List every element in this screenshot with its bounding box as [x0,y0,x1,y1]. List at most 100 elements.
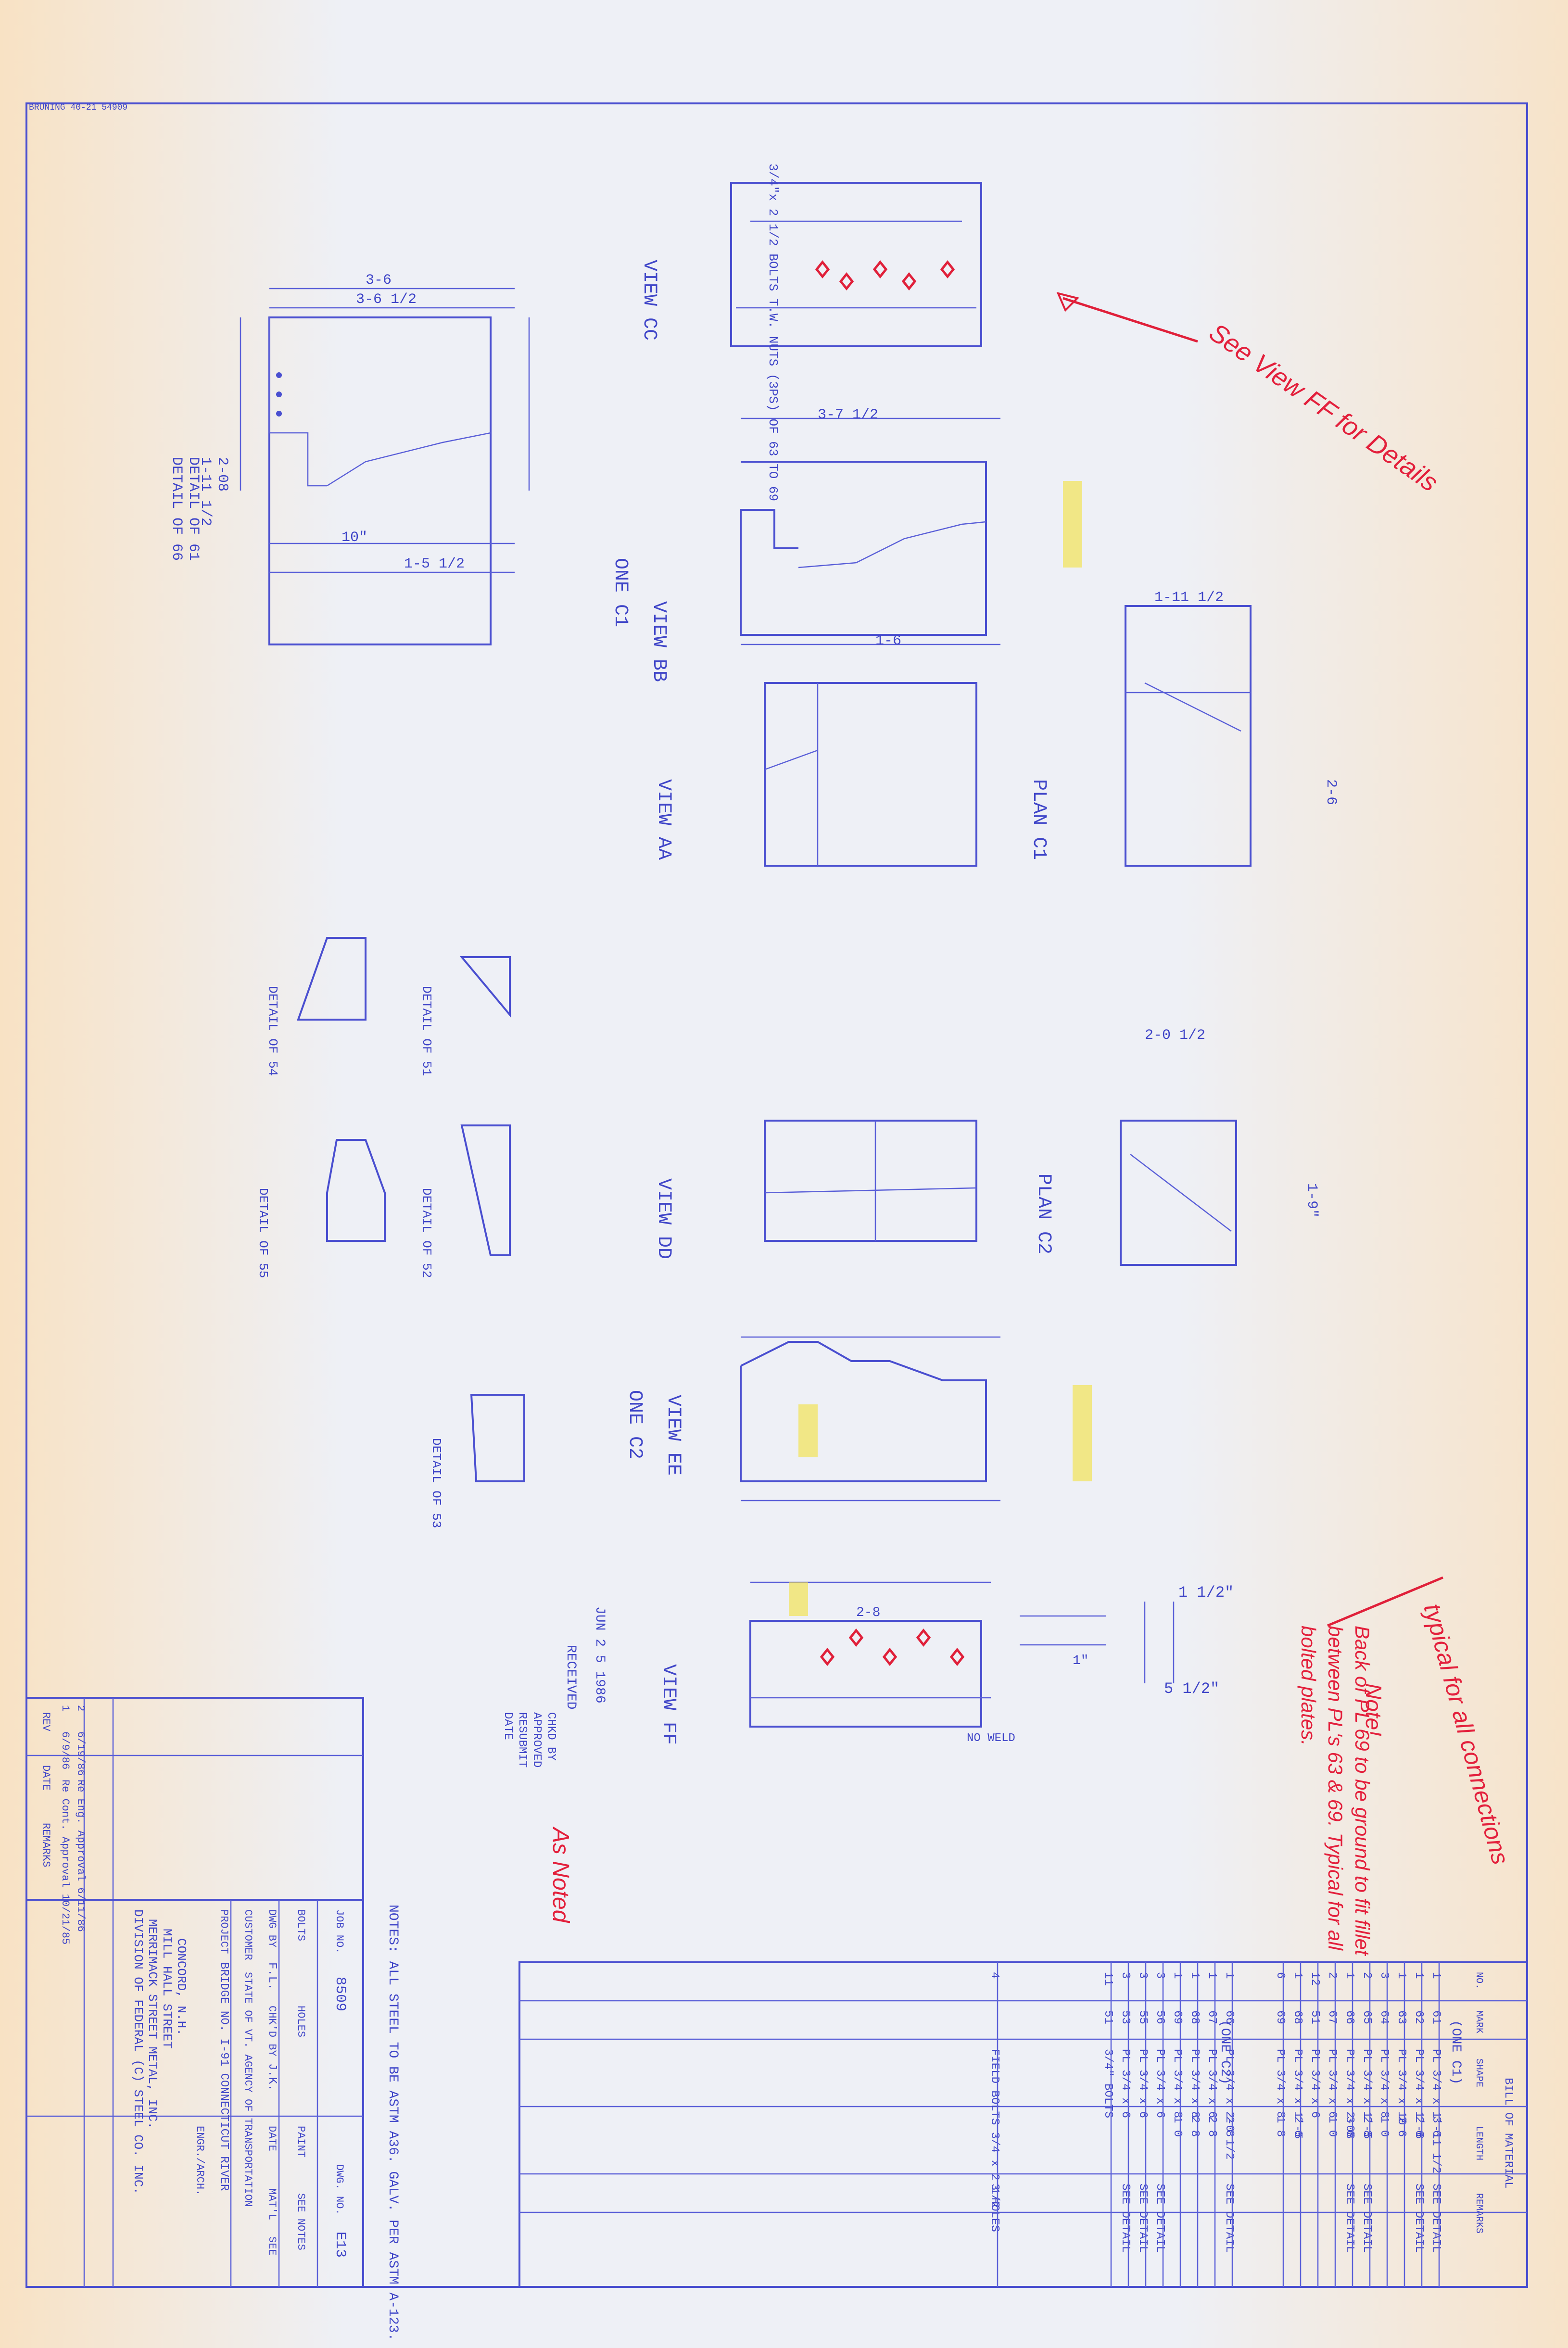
plan-c1-drawing [1125,605,1252,867]
bom-cell-shape: PL 3/4 x 1'-5 [1291,2049,1304,2139]
plan-c2-drawing [1120,1120,1237,1266]
project-label: PROJECT [218,1909,230,1954]
bom-header: REMARKS [1473,2193,1484,2234]
remarks-header: REMARKS [40,1823,52,1867]
bom-cell-no: 1 [1291,1972,1304,1979]
view-bb-drawing [740,417,1000,645]
bom-cell-shape: PL 3/4 x 2-08 [1343,2049,1356,2139]
highlight-ee-right [1073,1385,1092,1481]
bom-cell-length: 3 6 [1343,2116,1356,2137]
bom-cell-no: 1 [1395,1972,1408,1979]
steel-notes: NOTES: ALL STEEL TO BE ASTM A36. GALV. P… [385,1905,400,2341]
bom-cell-mark: 62 [1412,2010,1425,2024]
svg-text:APPROVED: APPROVED [530,1712,543,1767]
view-cc-drawing [730,182,982,347]
bom-cell-mark: 67 [1326,2010,1339,2024]
bom-cell-shape: PL 3/4 x 1'-6 [1412,2049,1425,2139]
typical-arrow [1327,1576,1443,1627]
dim-3-7: 3-7 1/2 [818,407,878,423]
see-view-arrowhead [1056,292,1079,312]
bill-of-material-grid [518,1961,1528,2288]
bom-cell-no: 1 [1429,1972,1442,1979]
bom-cell-shape: PL 3/4 x 2-0 1/2 [1223,2049,1236,2159]
detail-55-drawing [326,1139,386,1242]
bom-cell-no: 4 [988,1972,1001,1979]
title-block [25,1697,364,2288]
bom-cell-length: 2 6 [1395,2116,1408,2137]
rev-header: REV [40,1712,52,1731]
bom-cell-mark: 68 [1291,2010,1304,2024]
highlight-ff [789,1582,808,1616]
plan-c2-label: PLAN C2 [1033,1174,1054,1254]
detail-66-label: DETAIL OF 66 [168,457,185,561]
svg-text:JUN 2 5 1986: JUN 2 5 1986 [592,1606,607,1704]
bom-cell-length: 2 8 [1205,2116,1218,2137]
dwg-by-label: DWG BY [266,1909,278,1947]
dim-2-8: 2-8 [856,1605,880,1620]
view-aa-drawing [764,682,977,867]
bom-cell-shape: PL 3/4 x 10 [1395,2049,1408,2125]
paint-label: PAINT [295,2126,307,2158]
bom-cell-length: 1 8 [1274,2116,1287,2137]
plan-c1-label: PLAN C1 [1028,779,1050,860]
company-line1: DIVISION OF FEDERAL (C) STEEL CO. INC. [131,1909,145,2195]
bom-cell-mark: 69 [1171,2010,1184,2024]
view-cc-label: VIEW CC [638,260,660,341]
bolt-marks-ff [820,1628,965,1666]
bom-cell-shape: PL 3/4 x 6 [1136,2049,1149,2118]
engr-label: ENGR./ARCH. [194,2126,206,2196]
bom-cell-length: 1 0 [1326,2116,1339,2137]
view-ff-label: VIEW FF [658,1664,679,1745]
see-view-note: See View FF for Details [1204,318,1443,497]
revision-no: 1 [59,1705,71,1711]
view-dd-label: VIEW DD [653,1178,674,1259]
bom-cell-remarks: SEE DETAIL [1153,2184,1166,2253]
bom-cell-shape: PL 3/4 x 8 [1378,2049,1391,2118]
dim-2-6: 2-6 [1323,779,1339,805]
bom-cell-mark: 67 [1205,2010,1218,2024]
dim-1-5: 1-5 1/2 [404,556,465,572]
date-header: DATE [40,1765,52,1791]
detail-54-drawing [297,937,367,1021]
detail-54-label: DETAIL OF 54 [266,986,280,1076]
as-noted-stamp: As Noted [548,1826,573,1923]
bom-cell-remarks: 3 HOLES [988,2184,1001,2232]
bom-cell-remarks: SEE DETAIL [1429,2184,1442,2253]
detail-52-label: DETAIL OF 52 [419,1188,434,1278]
revision-remarks: Re Eng. Approval 6/11/86 [75,1780,87,1932]
detail-51-label: DETAIL OF 51 [419,986,434,1076]
bom-cell-shape: 3/4" BOLTS [1101,2049,1114,2118]
bom-cell-remarks: SEE DETAIL [1119,2184,1132,2253]
bruning-stamp: BRUNING 40-21 54909 [29,103,127,113]
bolts-label: BOLTS [295,1909,307,1941]
note-body-box: Back of PL 69 to be ground to fit fillet… [1297,1626,1374,1956]
bom-cell-mark: 56 [1153,2010,1166,2024]
bom-cell-length: 2 8 [1188,2116,1201,2137]
view-ee-drawing [740,1336,1000,1502]
bom-cell-remarks: SEE DETAIL [1343,2184,1356,2253]
bom-cell-mark: 51 [1308,2010,1321,2024]
highlight-ee-left [798,1404,818,1457]
revision-date: 6/9/86 [59,1731,71,1769]
bom-cell-no: 1 [1205,1972,1218,1979]
bom-cell-shape: PL 3/4 x 8 [1274,2049,1287,2118]
bom-header: SHAPE [1473,2058,1484,2087]
date-label: DATE [266,2126,278,2151]
dwg-no-value: E13 [332,2232,348,2258]
bom-title: BILL OF MATERIAL [1502,2078,1515,2188]
company-line3: MILL HALL STREET [160,1929,174,2049]
one-c2-label: ONE C2 [624,1390,645,1459]
dim-1-11-half: 1-11 1/2 [1154,590,1224,606]
bom-cell-shape: PL 3/4 x 1'-5 [1360,2049,1373,2139]
bom-header: LENGTH [1473,2126,1484,2160]
highlight-bb [1063,481,1082,568]
detail-52-drawing [460,1124,511,1256]
bom-cell-remarks: SEE DETAIL [1360,2184,1373,2253]
revision-remarks: Re Cont. Approval 10/21/85 [59,1780,71,1944]
dim-3-6: 3-6 [366,272,392,289]
chkd-label: CHK'D BY [266,2006,278,2057]
bom-cell-no: 3 [1378,1972,1391,1979]
